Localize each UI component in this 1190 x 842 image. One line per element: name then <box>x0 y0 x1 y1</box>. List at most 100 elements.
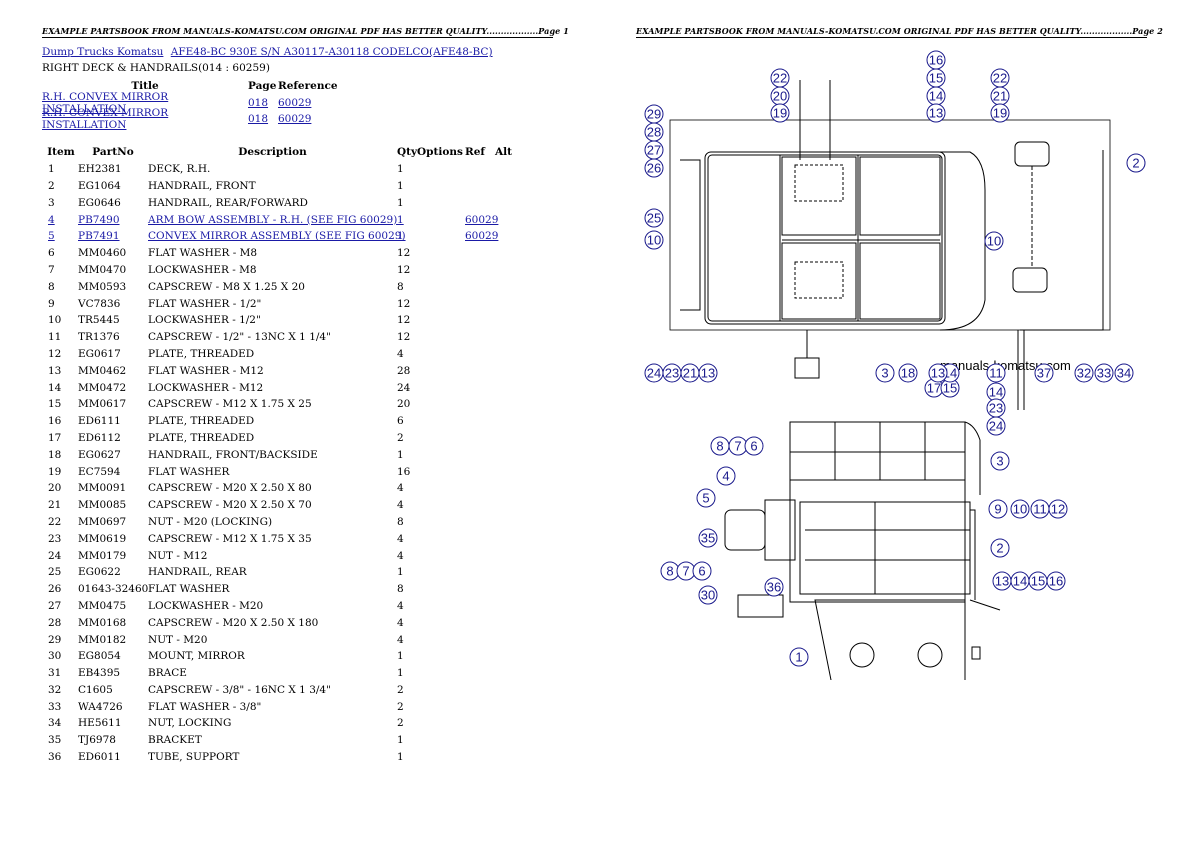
part-description[interactable]: ARM BOW ASSEMBLY - R.H. (SEE FIG 60029) <box>148 213 398 226</box>
ref-title-link[interactable]: R.H. CONVEX MIRROR INSTALLATION <box>42 90 169 115</box>
part-item: 34 <box>48 717 62 730</box>
part-qty: 24 <box>397 381 411 394</box>
part-qty: 1 <box>397 196 404 209</box>
part-number: MM0619 <box>78 532 127 545</box>
part-qty: 12 <box>397 297 411 310</box>
ref-col-page: Page <box>248 80 277 93</box>
part-description[interactable]: CONVEX MIRROR ASSEMBLY (SEE FIG 60029) <box>148 230 406 243</box>
callout-label: 19 <box>993 106 1007 121</box>
part-description: PLATE, THREADED <box>148 415 255 428</box>
part-item: 1 <box>48 163 55 176</box>
diagram-callout: 4 <box>716 466 736 486</box>
part-item: 22 <box>48 515 62 528</box>
callout-label: 2 <box>996 541 1003 556</box>
diagram-callout: 22 <box>990 68 1010 88</box>
callout-label: 16 <box>929 53 943 68</box>
part-item: 10 <box>48 314 62 327</box>
part-number: ED6011 <box>78 751 121 764</box>
section-title: RIGHT DECK & HANDRAILS(014 : 60259) <box>42 62 270 74</box>
part-qty: 28 <box>397 364 411 377</box>
part-description: MOUNT, MIRROR <box>148 650 245 663</box>
callout-label: 4 <box>722 469 729 484</box>
parts-row: 5 PB7491 CONVEX MIRROR ASSEMBLY (SEE FIG 6… <box>42 228 525 245</box>
part-qty: 4 <box>397 482 404 495</box>
part-qty: 4 <box>397 499 404 512</box>
part-item: 17 <box>48 431 62 444</box>
part-item: 15 <box>48 398 62 411</box>
part-number: ED6112 <box>78 431 121 444</box>
diagram-callout: 10 <box>984 231 1004 251</box>
col-options: Options <box>417 146 463 159</box>
part-description: NUT, LOCKING <box>148 717 232 730</box>
part-number: MM0697 <box>78 515 127 528</box>
parts-table-header: Item PartNo Description Qty Options Ref … <box>42 144 525 161</box>
part-qty[interactable]: 1 <box>397 230 404 243</box>
part-number[interactable]: PB7490 <box>78 213 120 226</box>
exploded-diagram: manuals-komatsu.com 22201916151413222119… <box>644 50 1146 680</box>
part-ref[interactable]: 60029 <box>465 213 499 226</box>
callout-label: 2 <box>1132 156 1139 171</box>
diagram-callout: 3 <box>875 363 895 383</box>
part-number: VC7836 <box>78 297 121 310</box>
part-description: LOCKWASHER - M8 <box>148 263 257 276</box>
breadcrumb-link-dump-trucks[interactable]: Dump Trucks Komatsu <box>42 46 164 58</box>
part-item: 6 <box>48 247 55 260</box>
part-number: ED6111 <box>78 415 121 428</box>
breadcrumb-link-model[interactable]: AFE48-BC 930E S/N A30117-A30118 CODELCO(… <box>170 46 493 58</box>
part-ref[interactable]: 60029 <box>465 230 499 243</box>
part-description: HANDRAIL, FRONT <box>148 179 256 192</box>
part-description: NUT - M20 (LOCKING) <box>148 515 273 528</box>
diagram-callout: 3 <box>990 451 1010 471</box>
callout-label: 18 <box>901 366 915 381</box>
callout-label: 6 <box>750 439 757 454</box>
ref-reference-link[interactable]: 60029 <box>278 96 312 109</box>
callout-label: 28 <box>647 125 661 140</box>
part-description: FLAT WASHER - M8 <box>148 247 258 260</box>
part-qty: 4 <box>397 616 404 629</box>
diagram-callout: 21 <box>680 363 700 383</box>
callout-label: 6 <box>698 564 705 579</box>
part-item: 36 <box>48 751 62 764</box>
diagram-callout: 19 <box>770 103 790 123</box>
part-qty: 1 <box>397 650 404 663</box>
part-item[interactable]: 4 <box>48 213 55 226</box>
part-number: EG0622 <box>78 566 121 579</box>
part-number: MM0085 <box>78 499 127 512</box>
callout-label: 26 <box>647 161 661 176</box>
part-number: EH2381 <box>78 163 122 176</box>
ref-page-link[interactable]: 018 <box>248 96 269 109</box>
callout-label: 8 <box>666 564 673 579</box>
part-number: TJ6978 <box>78 734 116 747</box>
diagram-callout: 7 <box>676 561 696 581</box>
callout-label: 10 <box>987 234 1001 249</box>
part-number: MM0472 <box>78 381 127 394</box>
part-qty: 12 <box>397 263 411 276</box>
diagram-callout: 20 <box>770 86 790 106</box>
part-item: 28 <box>48 616 62 629</box>
part-item: 9 <box>48 297 55 310</box>
part-item[interactable]: 5 <box>48 230 55 243</box>
ref-title-link[interactable]: R.H. CONVEX MIRROR INSTALLATION <box>42 107 169 132</box>
ref-page-link[interactable]: 018 <box>248 113 269 126</box>
diagram-callout: 35 <box>698 528 718 548</box>
callout-label: 34 <box>1117 366 1131 381</box>
part-qty: 2 <box>397 717 404 730</box>
part-number[interactable]: PB7491 <box>78 230 120 243</box>
col-ref: Ref <box>465 146 485 159</box>
diagram-callout: 13 <box>928 363 948 383</box>
part-qty[interactable]: 1 <box>397 213 404 226</box>
ref-reference-link[interactable]: 60029 <box>278 113 312 126</box>
part-item: 14 <box>48 381 62 394</box>
